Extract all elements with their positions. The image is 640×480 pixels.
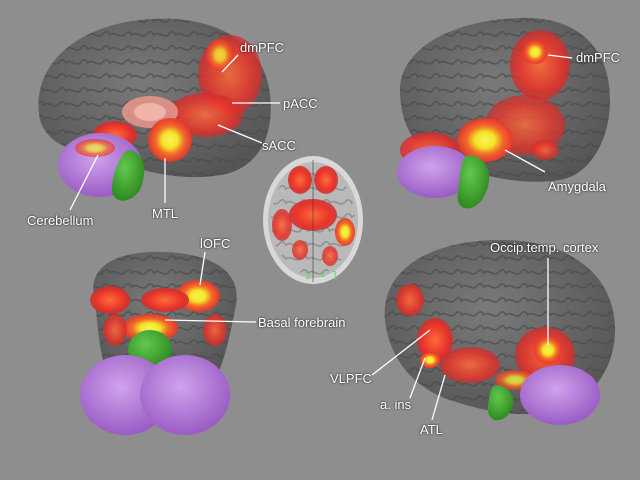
label-mtl: MTL bbox=[152, 206, 178, 221]
label-basal-forebrain: Basal forebrain bbox=[258, 315, 346, 330]
label-amygdala: Amygdala bbox=[548, 179, 606, 194]
label-vlpfc: VLPFC bbox=[330, 371, 372, 386]
pointer-sacc bbox=[217, 124, 263, 144]
medial-left-brain bbox=[38, 18, 271, 201]
pointer-lines bbox=[69, 54, 573, 421]
pointer-basal-forebrain bbox=[164, 319, 257, 323]
pointer-dmpfc-right bbox=[547, 54, 573, 59]
pointer-atl bbox=[431, 374, 446, 421]
pointer-vlpfc bbox=[371, 329, 431, 376]
pointer-a-ins bbox=[409, 357, 426, 399]
label-lofc: lOFC bbox=[200, 236, 231, 251]
label-atl: ATL bbox=[420, 422, 443, 437]
pointer-lofc bbox=[199, 251, 206, 286]
label-sacc: sACC bbox=[262, 138, 296, 153]
label-pacc: pACC bbox=[283, 96, 318, 111]
label-dmpfc-left: dmPFC bbox=[240, 40, 285, 55]
label-dmpfc-right: dmPFC bbox=[576, 50, 621, 65]
pointer-amygdala bbox=[504, 149, 546, 173]
axial-slice bbox=[263, 156, 363, 284]
label-slice-z: z = 1 bbox=[305, 269, 339, 282]
pointer-cerebellum bbox=[69, 154, 99, 211]
label-a-ins: a. ins bbox=[380, 397, 412, 412]
lateral-brain bbox=[384, 240, 615, 425]
pointer-dmpfc-left bbox=[221, 54, 239, 73]
label-cerebellum: Cerebellum bbox=[27, 213, 94, 228]
ventral-brain bbox=[80, 251, 237, 435]
medial-right-brain bbox=[397, 17, 610, 209]
label-occip-temp: Occip.temp. cortex bbox=[490, 240, 599, 255]
